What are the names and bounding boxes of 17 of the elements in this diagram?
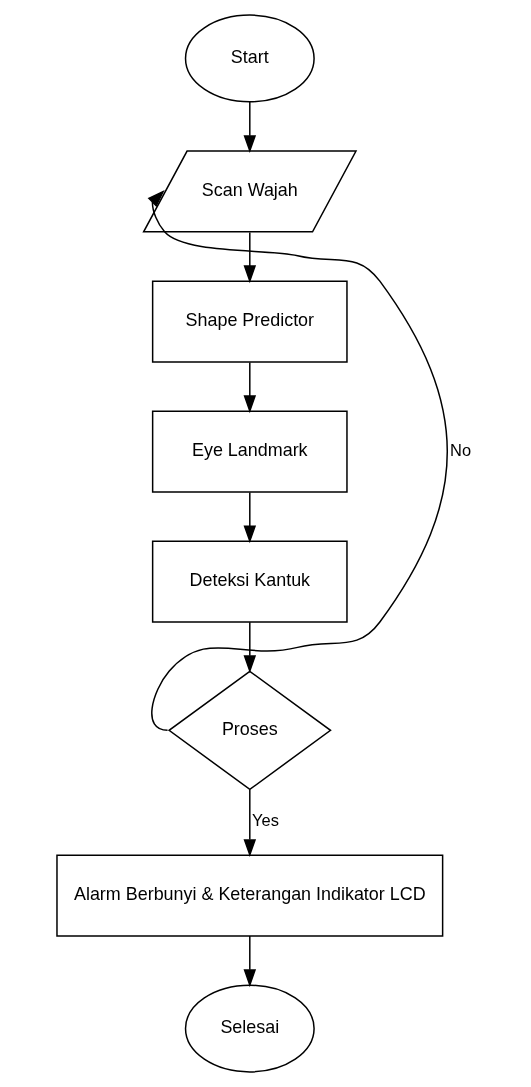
node-ellipse: Start xyxy=(184,14,315,103)
edge-label: No xyxy=(450,440,472,459)
arrow xyxy=(243,231,257,284)
arrow xyxy=(243,101,257,154)
edge-label: Yes xyxy=(252,811,279,830)
node-box: Deteksi Kantuk xyxy=(151,540,348,623)
node-box: Shape Predictor xyxy=(151,280,348,363)
arrow xyxy=(243,935,257,988)
node-box: Alarm Berbunyi & Keterangan Indikator LCD xyxy=(56,854,444,937)
node-box: Eye Landmark xyxy=(151,410,348,493)
node-ellipse: Selesai xyxy=(184,984,315,1073)
arrow xyxy=(243,621,257,674)
arrow xyxy=(243,788,257,858)
node-diamond: Proses xyxy=(167,670,332,791)
arrow xyxy=(243,361,257,414)
arrow xyxy=(147,189,449,732)
arrow xyxy=(243,491,257,544)
